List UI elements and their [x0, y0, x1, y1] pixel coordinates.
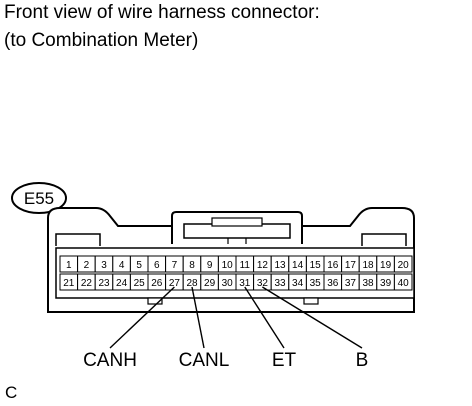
pin-number: 5	[136, 260, 142, 271]
pin-number: 17	[345, 260, 357, 271]
pin-number: 10	[222, 260, 234, 271]
leader-line	[244, 286, 285, 349]
pin-number: 16	[327, 260, 339, 271]
signal-label: CANH	[83, 350, 137, 371]
pin-number: 1	[66, 260, 72, 271]
pin-number: 23	[98, 278, 110, 289]
bottom-key	[147, 297, 163, 305]
title-line-1: Front view of wire harness connector:	[4, 2, 320, 23]
pin-number: 9	[207, 260, 213, 271]
pin-number: 27	[169, 278, 181, 289]
pin-number: 4	[119, 260, 125, 271]
left-guide	[55, 233, 101, 246]
pin-number: 15	[310, 260, 322, 271]
pin-number: 18	[362, 260, 374, 271]
pin-number: 37	[345, 278, 357, 289]
locking-tab	[171, 211, 303, 244]
signal-labels: CANH CANL ET B	[83, 350, 368, 371]
right-guide	[361, 233, 407, 246]
pin-number: 40	[398, 278, 410, 289]
pin-number: 35	[310, 278, 322, 289]
pin-number: 36	[327, 278, 339, 289]
pin-number: 12	[257, 260, 269, 271]
pin-number: 33	[274, 278, 286, 289]
pin-number: 25	[134, 278, 146, 289]
pin-cell	[393, 273, 413, 291]
pin-number: 2	[84, 260, 90, 271]
pin-number: 3	[101, 260, 107, 271]
connector-id: E55	[24, 189, 54, 208]
leader-lines	[109, 286, 363, 349]
connector-id-badge	[11, 182, 67, 214]
pin-number: 11	[240, 260, 251, 271]
pin-number: 38	[362, 278, 374, 289]
bottom-key	[303, 297, 319, 305]
pin-number: 31	[239, 278, 251, 289]
pin-number: 32	[257, 278, 269, 289]
lock-latch	[211, 217, 263, 227]
pin-number: 39	[380, 278, 392, 289]
pin-cell	[393, 255, 413, 273]
leader-line	[109, 286, 175, 349]
pin-number: 21	[63, 278, 75, 289]
pin-number: 26	[151, 278, 163, 289]
pin-number: 28	[186, 278, 198, 289]
signal-label: B	[356, 350, 369, 371]
pin-number: 34	[292, 278, 304, 289]
pin-number: 13	[274, 260, 286, 271]
leader-line	[191, 286, 205, 349]
pin-number: 14	[292, 260, 304, 271]
pin-number: 6	[154, 260, 160, 271]
pin-number: 29	[204, 278, 216, 289]
pin-number: 20	[398, 260, 410, 271]
pin-number: 22	[81, 278, 93, 289]
pin-number: 24	[116, 278, 128, 289]
pin-number: 7	[172, 260, 178, 271]
pin-number: 8	[189, 260, 195, 271]
title-line-2: (to Combination Meter)	[4, 30, 199, 51]
signal-label: ET	[272, 350, 297, 371]
figure-code: C	[5, 383, 17, 402]
leader-line	[262, 286, 363, 349]
pin-number: 30	[222, 278, 234, 289]
signal-label: CANL	[179, 350, 230, 371]
pin-number: 19	[380, 260, 392, 271]
